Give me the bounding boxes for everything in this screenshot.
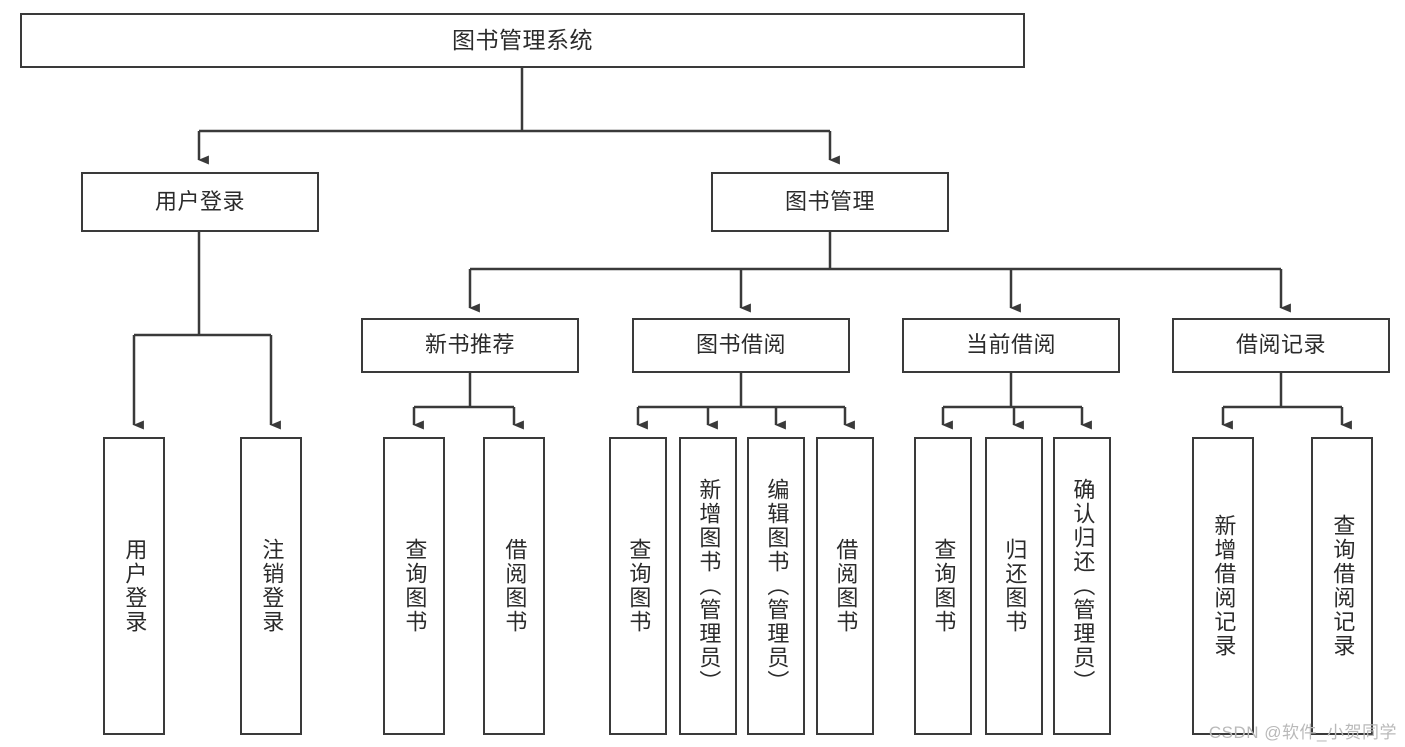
node-leaf-user-login[interactable]: 用户登录: [103, 437, 165, 735]
node-leaf-query-book-recommend-label: 查询图书: [402, 538, 428, 634]
node-leaf-query-book-borrow-label: 查询图书: [626, 538, 652, 634]
node-leaf-borrow-book[interactable]: 借阅图书: [816, 437, 874, 735]
node-root[interactable]: 图书管理系统: [20, 13, 1025, 68]
node-leaf-logout-label: 注销登录: [259, 538, 285, 634]
node-borrow-record[interactable]: 借阅记录: [1172, 318, 1390, 373]
watermark-text: CSDN @软件_小贺同学: [1208, 723, 1397, 742]
node-leaf-add-borrow-record[interactable]: 新增借阅记录: [1192, 437, 1254, 735]
node-user-login-label: 用户登录: [154, 188, 245, 214]
node-leaf-query-book-recommend[interactable]: 查询图书: [383, 437, 445, 735]
node-leaf-edit-book-admin-label: 编辑图书（管理员）: [764, 478, 790, 694]
node-book-manage[interactable]: 图书管理: [711, 172, 949, 232]
node-leaf-borrow-book-recommend[interactable]: 借阅图书: [483, 437, 545, 735]
node-leaf-confirm-return-admin-label: 确认归还（管理员）: [1070, 478, 1096, 694]
node-book-manage-label: 图书管理: [784, 188, 875, 214]
node-leaf-query-borrow-record-label: 查询借阅记录: [1330, 514, 1356, 658]
node-leaf-add-borrow-record-label: 新增借阅记录: [1211, 514, 1237, 658]
node-new-book-recommend[interactable]: 新书推荐: [361, 318, 579, 373]
node-book-borrow-label: 图书借阅: [695, 332, 786, 358]
node-leaf-borrow-book-label: 借阅图书: [833, 538, 859, 634]
node-leaf-logout[interactable]: 注销登录: [240, 437, 302, 735]
node-current-borrow[interactable]: 当前借阅: [902, 318, 1120, 373]
node-root-label: 图书管理系统: [452, 26, 593, 53]
node-leaf-return-book-label: 归还图书: [1002, 538, 1028, 634]
node-leaf-return-book[interactable]: 归还图书: [985, 437, 1043, 735]
node-book-borrow[interactable]: 图书借阅: [632, 318, 850, 373]
node-leaf-user-login-label: 用户登录: [122, 538, 148, 634]
node-leaf-query-book-current[interactable]: 查询图书: [914, 437, 972, 735]
node-borrow-record-label: 借阅记录: [1235, 332, 1326, 358]
node-current-borrow-label: 当前借阅: [965, 332, 1056, 358]
node-leaf-query-borrow-record[interactable]: 查询借阅记录: [1311, 437, 1373, 735]
node-user-login[interactable]: 用户登录: [81, 172, 319, 232]
node-leaf-query-book-current-label: 查询图书: [931, 538, 957, 634]
node-leaf-edit-book-admin[interactable]: 编辑图书（管理员）: [747, 437, 805, 735]
node-new-book-recommend-label: 新书推荐: [424, 332, 515, 358]
node-leaf-add-book-admin-label: 新增图书（管理员）: [696, 478, 722, 694]
node-leaf-confirm-return-admin[interactable]: 确认归还（管理员）: [1053, 437, 1111, 735]
node-leaf-borrow-book-recommend-label: 借阅图书: [502, 538, 528, 634]
node-leaf-query-book-borrow[interactable]: 查询图书: [609, 437, 667, 735]
node-leaf-add-book-admin[interactable]: 新增图书（管理员）: [679, 437, 737, 735]
